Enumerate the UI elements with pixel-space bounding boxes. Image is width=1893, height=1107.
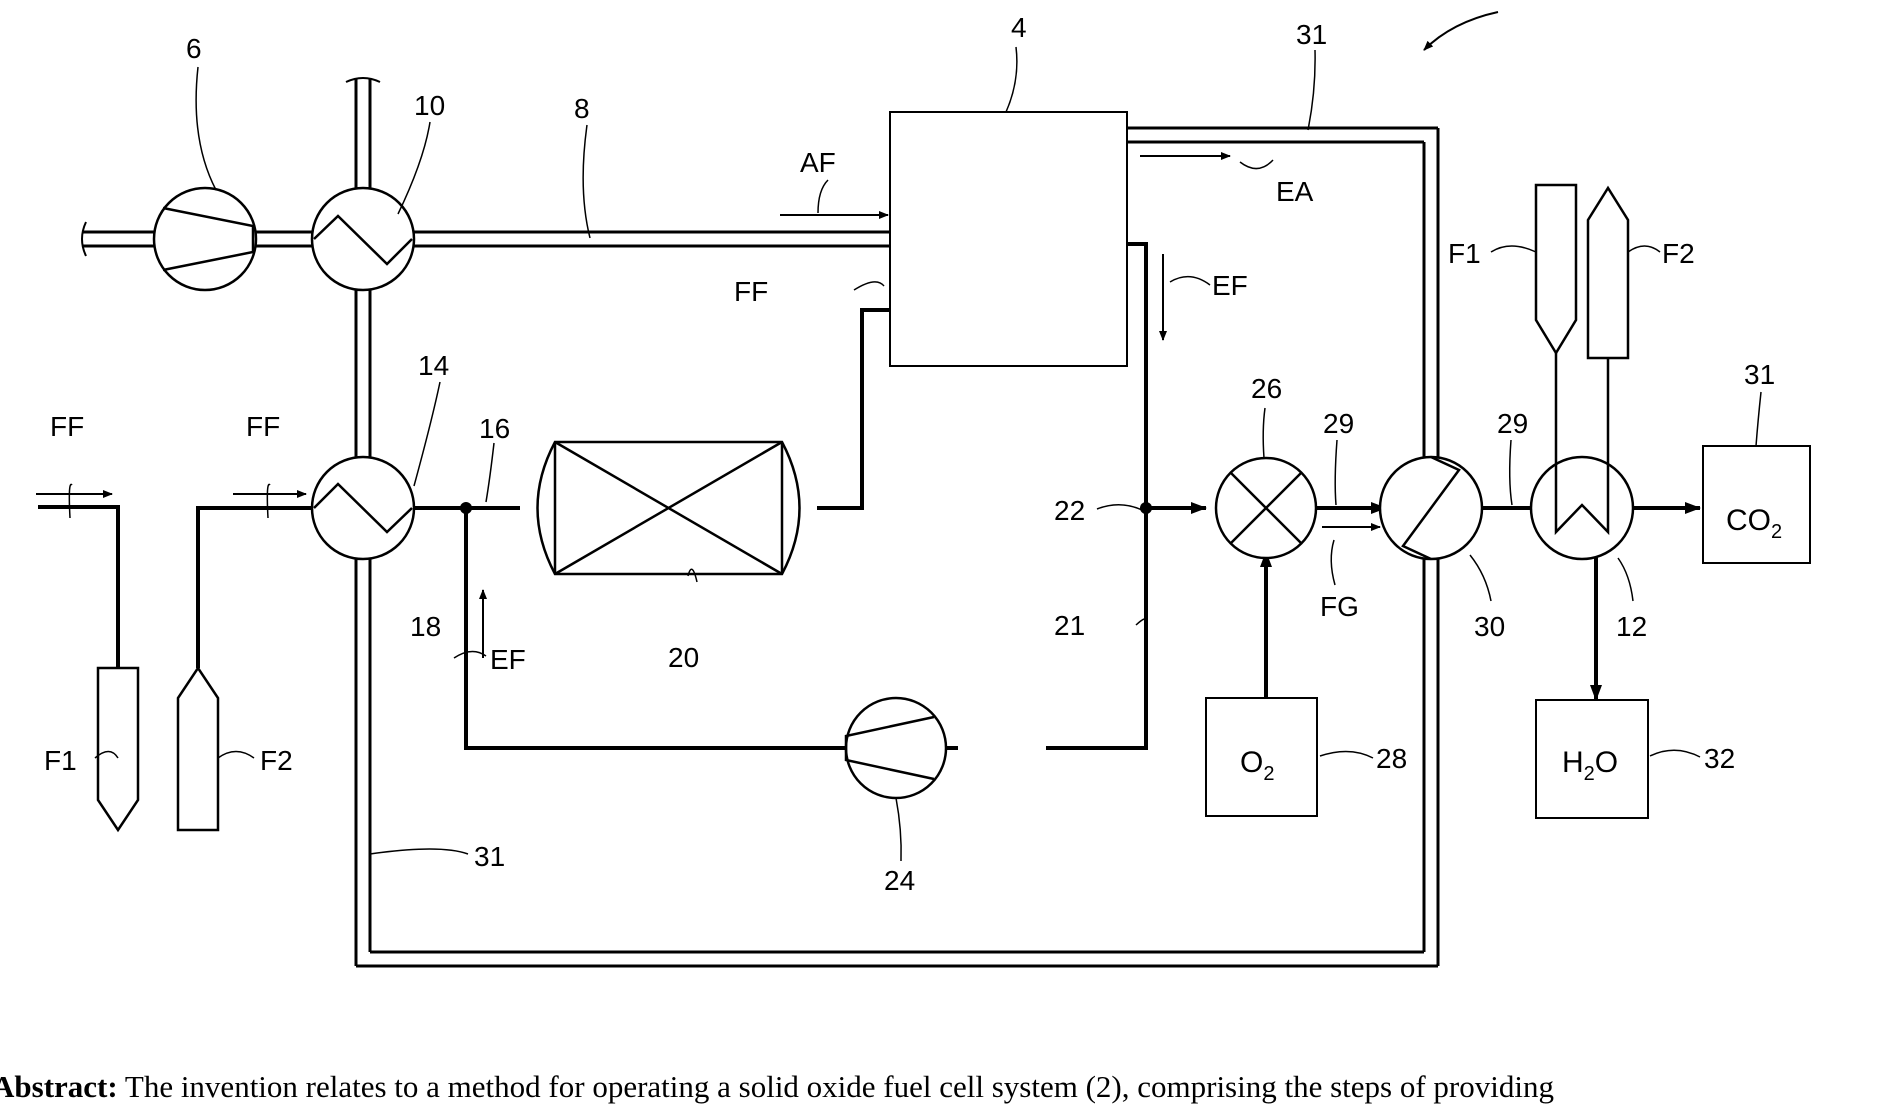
label-ea: EA [1276, 176, 1314, 207]
label-6: 6 [186, 33, 202, 64]
fuel-tank-f1-left [98, 668, 138, 830]
label-fg: FG [1320, 591, 1359, 622]
compressor-6 [154, 188, 256, 290]
break-mark-left [82, 222, 86, 256]
label-ef-top: EF [1212, 270, 1248, 301]
label-20: 20 [668, 642, 699, 673]
abstract-body: The invention relates to a method for op… [118, 1069, 1554, 1104]
label-f1-left: F1 [44, 745, 77, 776]
heat-exchanger-10 [312, 188, 414, 290]
abstract-heading: Abstract: [0, 1069, 118, 1104]
fuel-tank-f2-left [178, 668, 218, 830]
label-10: 10 [414, 90, 445, 121]
label-26: 26 [1251, 373, 1282, 404]
fuel-tank-f1-right [1536, 185, 1576, 353]
label-32: 32 [1704, 743, 1735, 774]
recirculation-blower-24 [846, 698, 946, 798]
burner-26 [1216, 458, 1316, 558]
abstract-text: Abstract: The invention relates to a met… [0, 1067, 1893, 1107]
label-16: 16 [479, 413, 510, 444]
label-31-top: 31 [1296, 19, 1327, 50]
label-f2-left: F2 [260, 745, 293, 776]
label-18: 18 [410, 611, 441, 642]
break-mark-top [346, 78, 380, 82]
fuel-cell-stack-4 [890, 112, 1127, 366]
label-28: 28 [1376, 743, 1407, 774]
heat-exchanger-30 [1380, 457, 1482, 559]
label-12: 12 [1616, 611, 1647, 642]
label-ff-left1: FF [50, 411, 84, 442]
label-ef-bottom: EF [490, 644, 526, 675]
label-ff-cell: FF [734, 276, 768, 307]
fuel-tank-f2-right [1588, 188, 1628, 358]
reformer-20 [538, 442, 800, 574]
label-f1-right: F1 [1448, 238, 1481, 269]
label-4: 4 [1011, 12, 1027, 43]
label-29a: 29 [1323, 408, 1354, 439]
condenser-12 [1531, 353, 1633, 559]
label-f2-right: F2 [1662, 238, 1695, 269]
label-30: 30 [1474, 611, 1505, 642]
label-29b: 29 [1497, 408, 1528, 439]
label-31-co2: 31 [1744, 359, 1775, 390]
label-31-left: 31 [474, 841, 505, 872]
label-24: 24 [884, 865, 915, 896]
junction-18 [460, 502, 472, 514]
label-21: 21 [1054, 610, 1085, 641]
heat-exchanger-14 [312, 457, 414, 559]
junction-22 [1140, 502, 1152, 514]
label-14: 14 [418, 350, 449, 381]
label-af: AF [800, 147, 836, 178]
label-8: 8 [574, 93, 590, 124]
h2o-container-box [1536, 700, 1648, 818]
label-ff-left2: FF [246, 411, 280, 442]
label-22: 22 [1054, 495, 1085, 526]
